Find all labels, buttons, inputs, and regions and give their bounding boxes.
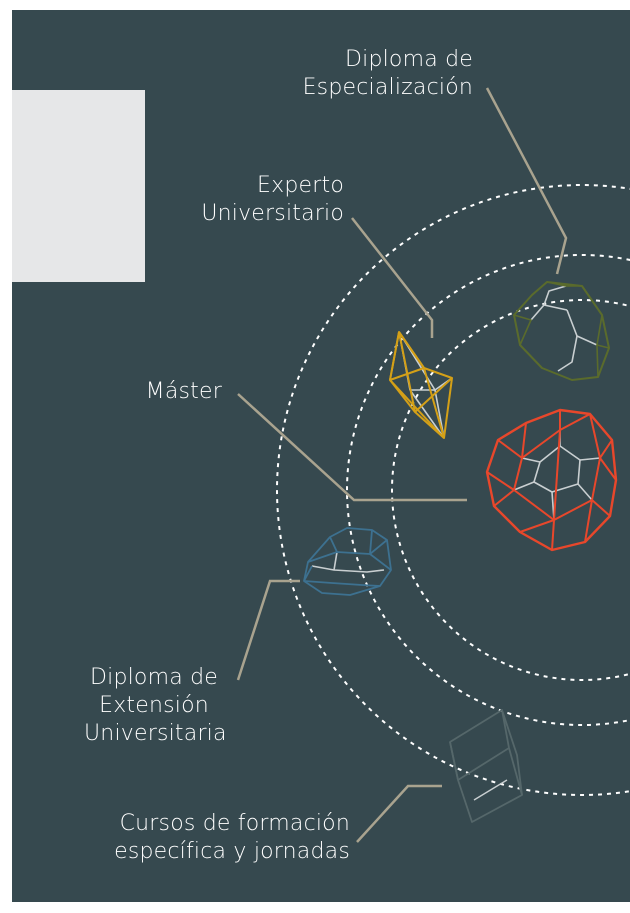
label-line: Universitario [201, 201, 344, 226]
label-line: Extensión [99, 693, 209, 718]
leader-line-experto [351, 217, 434, 338]
dodecahedron-icon [485, 408, 618, 552]
label-line: Cursos de formación [119, 811, 350, 836]
label-line: específica y jornadas [114, 839, 350, 864]
leader-line-especializacion [485, 87, 568, 275]
leader-line-master [237, 393, 467, 502]
label-line: Diploma de [90, 665, 218, 690]
label-diploma-especializacion: Diploma de Especialización [303, 46, 473, 102]
label-master: Máster [146, 378, 222, 406]
leader-line-extension [236, 579, 300, 681]
leader-lines [236, 87, 568, 843]
label-experto-universitario: Experto Universitario [201, 172, 344, 228]
bipyramid-icon [389, 331, 453, 439]
diagram-panel: Diploma de Especialización Experto Unive… [12, 10, 630, 902]
label-diploma-extension: Diploma de Extensión Universitaria [84, 664, 227, 748]
orbit-diagram [236, 87, 630, 843]
label-line: Máster [145, 379, 222, 404]
label-cursos: Cursos de formación específica y jornada… [114, 810, 350, 866]
orbit-rings [276, 184, 630, 796]
corner-tab [12, 90, 145, 282]
label-line: Universitaria [84, 721, 227, 746]
label-line: Experto [257, 173, 344, 198]
label-line: Diploma de [345, 47, 473, 72]
polyhedron-icon [513, 281, 610, 381]
label-line: Especialización [302, 75, 473, 100]
orbit-ring-inner [391, 299, 630, 681]
leader-line-cursos [356, 784, 442, 843]
cube-icon [449, 709, 523, 823]
orbit-ring-outer [276, 184, 630, 796]
prism-icon [303, 527, 392, 596]
